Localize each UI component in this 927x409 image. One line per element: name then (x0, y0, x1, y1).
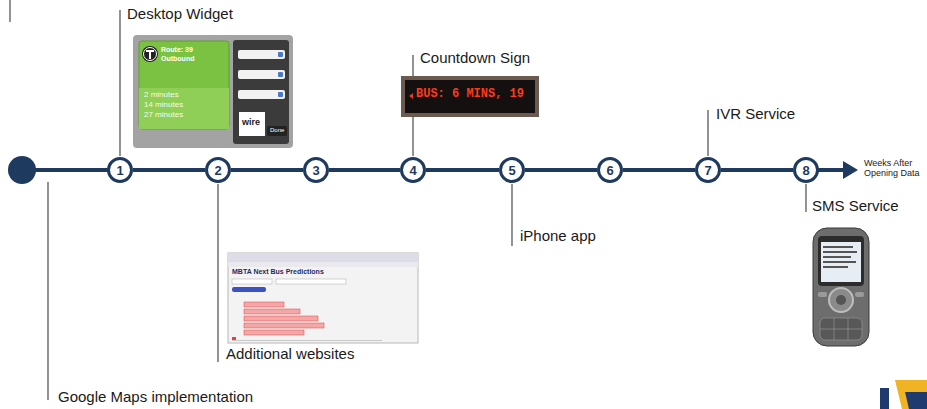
week-marker: 2 (205, 157, 231, 183)
phone-illustration (813, 228, 869, 346)
week-marker: 6 (597, 157, 623, 183)
timeline-bar (623, 168, 695, 172)
week-number: 1 (116, 164, 123, 177)
timeline-bar (231, 168, 303, 172)
start-dot (8, 156, 36, 184)
timeline-bar (818, 168, 845, 172)
caption-label: Countdown Sign (420, 49, 530, 66)
timeline-bar (525, 168, 597, 172)
caption-label: Additional websites (226, 345, 354, 362)
caption-label: iPhone app (520, 227, 596, 244)
led-text: BUS: 6 MINS, 19 (416, 88, 524, 102)
week-marker: 5 (499, 157, 525, 183)
axis-label: Weeks After Opening Data (864, 158, 924, 179)
week-number: 8 (802, 164, 809, 177)
leader-lines (10, 0, 806, 400)
week-number: 5 (508, 164, 515, 177)
week-number: 6 (606, 164, 613, 177)
week-number: 7 (704, 164, 711, 177)
arrow-head (843, 161, 858, 179)
week-marker: 4 (400, 157, 426, 183)
timeline-bar (426, 168, 499, 172)
website-title: MBTA Next Bus Predictions (232, 268, 324, 276)
widget-text: 2 minutes (144, 90, 179, 99)
website-screenshot (228, 253, 418, 343)
caption-label: IVR Service (716, 105, 795, 122)
widget-text: 14 minutes (144, 100, 183, 109)
widget-screenshot (133, 35, 293, 148)
caption-label: Desktop Widget (127, 5, 233, 22)
timeline-bar (721, 168, 793, 172)
widget-text: 27 minutes (144, 110, 183, 119)
week-number: 4 (409, 164, 416, 177)
timeline-bar (133, 168, 205, 172)
week-marker: 3 (303, 157, 329, 183)
countdown-sign-photo (401, 76, 539, 117)
caption-label: SMS Service (812, 197, 899, 214)
timeline-bar (329, 168, 400, 172)
widget-text: Outbound (161, 55, 194, 63)
widget-button-text: Done (270, 127, 284, 134)
widget-text: Route: 39 (161, 46, 193, 54)
week-marker: 1 (107, 157, 133, 183)
caption-label: Google Maps implementation (58, 388, 253, 405)
logo-fragment (880, 380, 927, 409)
week-marker: 7 (695, 157, 721, 183)
week-number: 3 (312, 164, 319, 177)
widget-logo-text: wire (242, 117, 260, 127)
week-marker: 8 (793, 157, 819, 183)
week-number: 2 (214, 164, 221, 177)
